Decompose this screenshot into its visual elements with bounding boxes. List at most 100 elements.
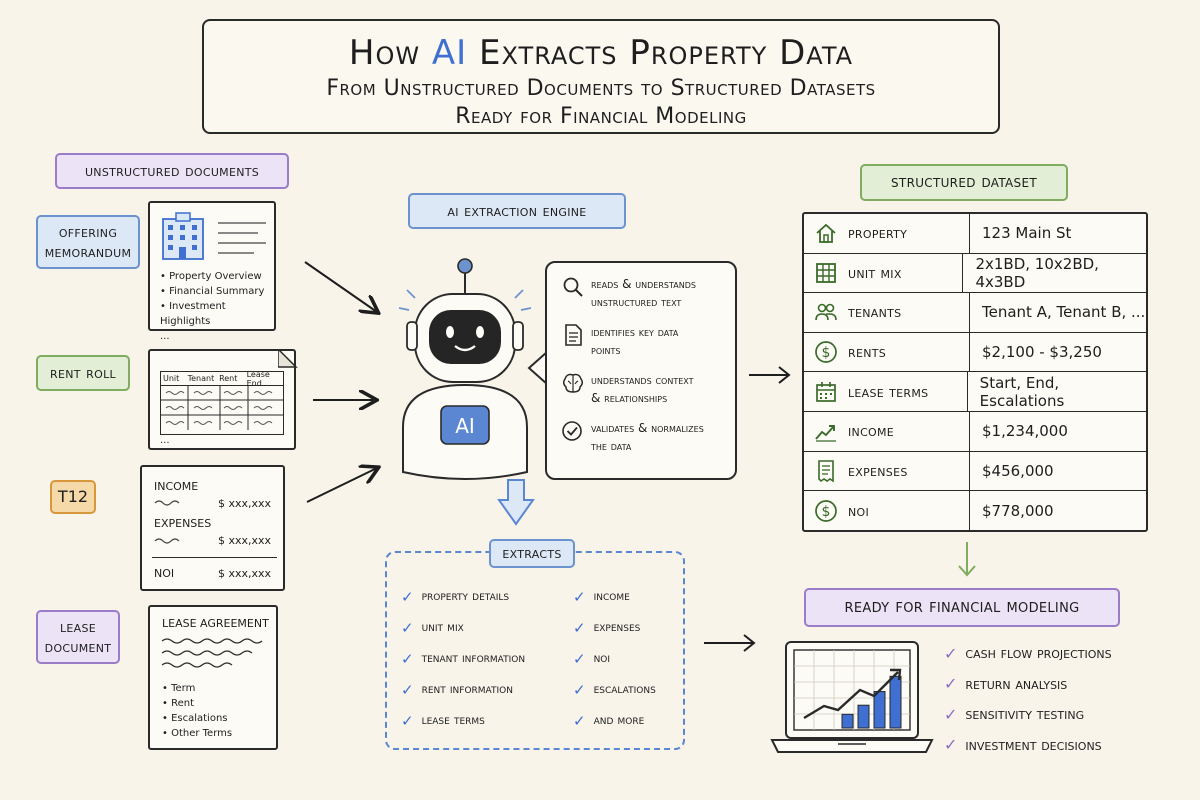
laptop-chart-icon	[770, 641, 934, 753]
t12-income-label: INCOME	[154, 480, 199, 493]
laptop-bar	[857, 704, 870, 729]
financial-item: ✓Return Analysis	[944, 674, 1068, 694]
unstructured-header: Unstructured Documents	[55, 153, 289, 189]
extracts-item: ✓Unit Mix	[401, 618, 464, 637]
row-label: Income	[848, 422, 895, 441]
check-icon: ✓	[401, 711, 414, 730]
extracts-item: ✓Tenant Information	[401, 649, 526, 668]
financial-item: ✓Investment Decisions	[944, 735, 1102, 755]
laptop-bar	[873, 691, 886, 729]
extracts-item: ✓Property Details	[401, 587, 510, 606]
t12-noi-label: NOI	[154, 567, 175, 580]
extracts-item: ✓NOI	[573, 649, 611, 668]
engine-item: Understands context& relationships	[561, 371, 735, 407]
row-value: Tenant A, Tenant B, ...	[982, 303, 1146, 322]
grid-icon	[816, 262, 836, 283]
offering-tag-line1: Offering	[58, 222, 118, 241]
house-icon	[816, 224, 836, 244]
squiggle-line	[154, 500, 180, 506]
lease-tag-line2: Document	[44, 637, 112, 656]
title-suffix: Extracts Property Data	[479, 33, 854, 73]
row-value: Start, End, Escalations	[979, 373, 1065, 410]
structured-table: Property 123 Main St Unit Mix 2x1BD, 10x…	[802, 212, 1148, 532]
brain-icon	[562, 373, 584, 393]
table-row: Property 123 Main St	[804, 214, 1146, 254]
check-icon: ✓	[401, 649, 414, 668]
title-highlight: AI	[431, 33, 468, 73]
lease-squiggle-lines	[161, 638, 263, 668]
check-icon: ✓	[401, 587, 414, 606]
rent-roll-col: Unit	[163, 374, 180, 383]
lease-bullet: • Rent	[162, 698, 194, 709]
lease-bullet: • Other Terms	[162, 728, 233, 739]
check-icon: ✓	[573, 649, 586, 668]
offering-bullet: • Investment Highlights	[160, 301, 226, 327]
check-icon: ✓	[573, 711, 586, 730]
rent-roll-more: ...	[160, 435, 170, 446]
to-dataset-arrow	[749, 366, 791, 384]
check-icon: ✓	[401, 680, 414, 699]
page-subtitle-1: From Unstructured Documents to Structure…	[326, 76, 876, 101]
extracts-right-list: ✓Income ✓Expenses ✓NOI ✓Escalations ✓And…	[573, 581, 656, 736]
receipt-icon	[818, 460, 834, 483]
squiggle-line	[154, 538, 180, 544]
title-box: How AI Extracts Property Data From Unstr…	[202, 19, 1000, 134]
input-arrows	[304, 261, 395, 503]
extracts-header: Extracts	[489, 539, 575, 568]
offering-tag-line2: Memorandum	[44, 242, 132, 261]
row-label: Expenses	[848, 461, 908, 480]
row-label: Property	[848, 224, 908, 243]
engine-item: Identifies key data points	[561, 323, 735, 359]
engine-item-line1: Understands context	[591, 373, 694, 387]
engine-item-line2: points	[591, 343, 621, 357]
lease-doc: LEASE AGREEMENT • Term • Rent • Escalati…	[148, 605, 278, 750]
extracts-left-list: ✓Property Details ✓Unit Mix ✓Tenant Info…	[401, 581, 525, 736]
down-arrow-icon	[497, 479, 535, 526]
page-title: How AI Extracts Property Data	[204, 33, 998, 73]
extracts-item: ✓Rent Information	[401, 680, 513, 699]
t12-tag: T12	[50, 480, 96, 514]
lease-bullet: • Escalations	[162, 713, 228, 724]
check-icon: ✓	[944, 704, 958, 724]
extracts-box: Extracts ✓Property Details ✓Unit Mix ✓Te…	[385, 539, 685, 750]
rent-roll-col: Lease End	[246, 369, 270, 388]
table-row: $NOI $778,000	[804, 491, 1146, 531]
laptop-bar	[841, 713, 854, 729]
laptop-bar	[889, 675, 902, 729]
table-row: $Rents $2,100 - $3,250	[804, 332, 1146, 373]
t12-doc: INCOME $ xxx,xxx EXPENSES $ xxx,xxx NOI …	[140, 465, 285, 591]
document-icon	[565, 324, 582, 346]
t12-divider	[152, 557, 277, 558]
down-arrow-green	[958, 542, 976, 577]
financial-header: Ready for Financial Modeling	[804, 588, 1120, 627]
table-row: Expenses $456,000	[804, 451, 1146, 492]
extracts-item: ✓Lease Terms	[401, 711, 485, 730]
t12-income-amount: $ xxx,xxx	[218, 497, 272, 510]
engine-item-line1: Identifies key data	[591, 325, 679, 339]
row-label: Lease Terms	[848, 382, 929, 401]
engine-item-line1: Validates & normalizes	[591, 421, 704, 435]
row-label: Unit Mix	[848, 263, 902, 282]
offering-doc: • Property Overview • Financial Summary …	[148, 201, 276, 342]
row-value: $2,100 - $3,250	[982, 343, 1102, 362]
offering-more: ...	[160, 331, 170, 342]
t12-expenses-amount: $ xxx,xxx	[218, 534, 272, 547]
page-fold-icon	[278, 349, 298, 368]
check-icon: ✓	[944, 674, 958, 694]
calendar-icon	[816, 381, 836, 402]
offering-tag: Offering Memorandum	[36, 215, 140, 269]
robot-ai-badge: AI	[455, 414, 475, 438]
check-icon: ✓	[573, 680, 586, 699]
t12-expenses-label: EXPENSES	[154, 517, 212, 530]
row-value: $778,000	[982, 501, 1054, 520]
rent-roll-grid	[161, 386, 283, 430]
rent-roll-tag: Rent Roll	[36, 355, 130, 391]
check-icon: ✓	[573, 618, 586, 637]
engine-item-line2: the data	[591, 439, 632, 453]
lease-doc-title: LEASE AGREEMENT	[162, 617, 269, 630]
row-value: 123 Main St	[982, 224, 1072, 243]
check-icon: ✓	[573, 587, 586, 606]
robot-icon: AI	[398, 258, 532, 480]
